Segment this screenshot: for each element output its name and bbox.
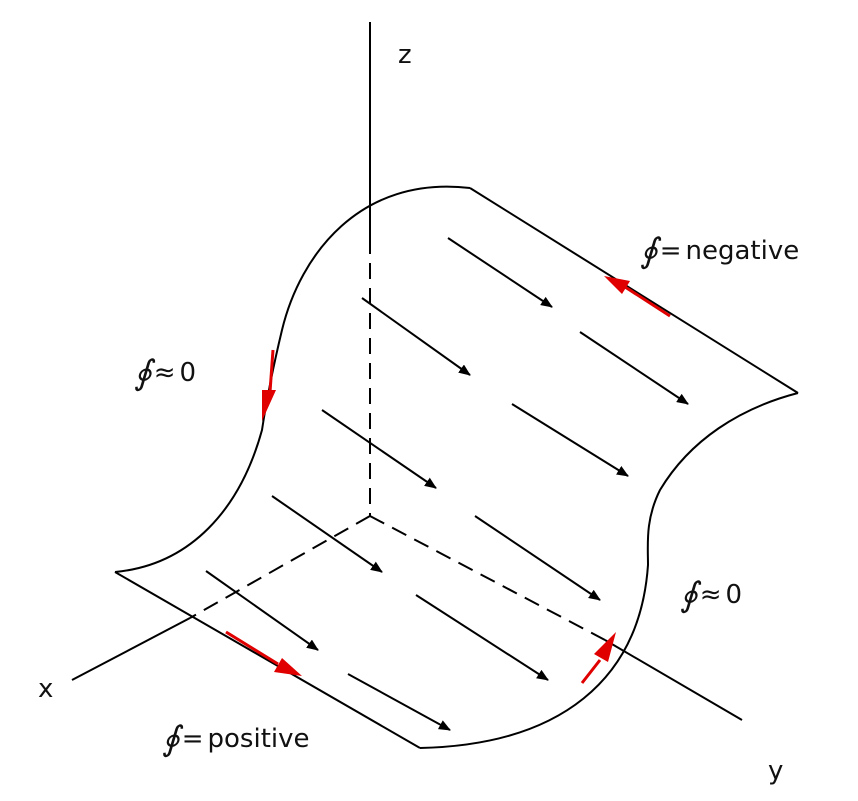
contour-integral-symbol: ∮ bbox=[680, 575, 698, 615]
field-arrow bbox=[271, 495, 383, 573]
surface bbox=[114, 185, 799, 749]
surface-bottom-edge bbox=[114, 571, 421, 749]
contour-integral-symbol: ∮ bbox=[134, 353, 152, 393]
y-axis-label: y bbox=[768, 756, 784, 786]
field-arrow bbox=[474, 515, 601, 601]
circulation-arrow-left bbox=[262, 349, 276, 421]
circulation-arrow-right bbox=[580, 632, 616, 684]
contour-integral-symbol: ∮ bbox=[640, 231, 658, 271]
annotation-bottom-value: positive bbox=[207, 724, 310, 754]
annotation-top: ∮ = negative bbox=[640, 234, 799, 268]
contour-integral-symbol: ∮ bbox=[162, 719, 180, 759]
x-axis bbox=[71, 617, 191, 681]
surface-top-edge bbox=[469, 187, 799, 394]
axes bbox=[71, 22, 743, 721]
annotation-left-value: 0 bbox=[179, 358, 197, 388]
field-arrows bbox=[205, 237, 689, 731]
field-arrow bbox=[347, 673, 451, 731]
annotation-left: ∮ ≈ 0 bbox=[134, 356, 196, 390]
annotation-right-relation: ≈ bbox=[699, 580, 722, 610]
x-axis-hidden bbox=[189, 515, 371, 619]
annotation-bottom-relation: = bbox=[181, 724, 204, 754]
annotation-right-value: 0 bbox=[725, 580, 743, 610]
annotation-bottom: ∮ = positive bbox=[162, 722, 310, 756]
annotation-left-relation: ≈ bbox=[153, 358, 176, 388]
field-arrow bbox=[361, 297, 471, 376]
circulation-arrows bbox=[225, 276, 671, 684]
surface-right-edge bbox=[419, 392, 799, 749]
field-arrow bbox=[579, 331, 689, 405]
field-arrow bbox=[447, 237, 553, 308]
annotation-top-value: negative bbox=[685, 236, 800, 266]
field-arrow bbox=[321, 409, 437, 489]
field-arrow bbox=[415, 594, 549, 681]
field-arrow bbox=[511, 403, 629, 477]
y-axis-hidden bbox=[369, 515, 606, 641]
z-axis-label: z bbox=[398, 40, 412, 70]
y-axis bbox=[604, 639, 743, 721]
circulation-arrow-top bbox=[604, 276, 671, 318]
x-axis-label: x bbox=[38, 674, 54, 704]
field-arrow bbox=[205, 570, 319, 651]
annotation-top-relation: = bbox=[659, 236, 682, 266]
circulation-arrow-bottom bbox=[225, 630, 302, 676]
annotation-right: ∮ ≈ 0 bbox=[680, 578, 742, 612]
